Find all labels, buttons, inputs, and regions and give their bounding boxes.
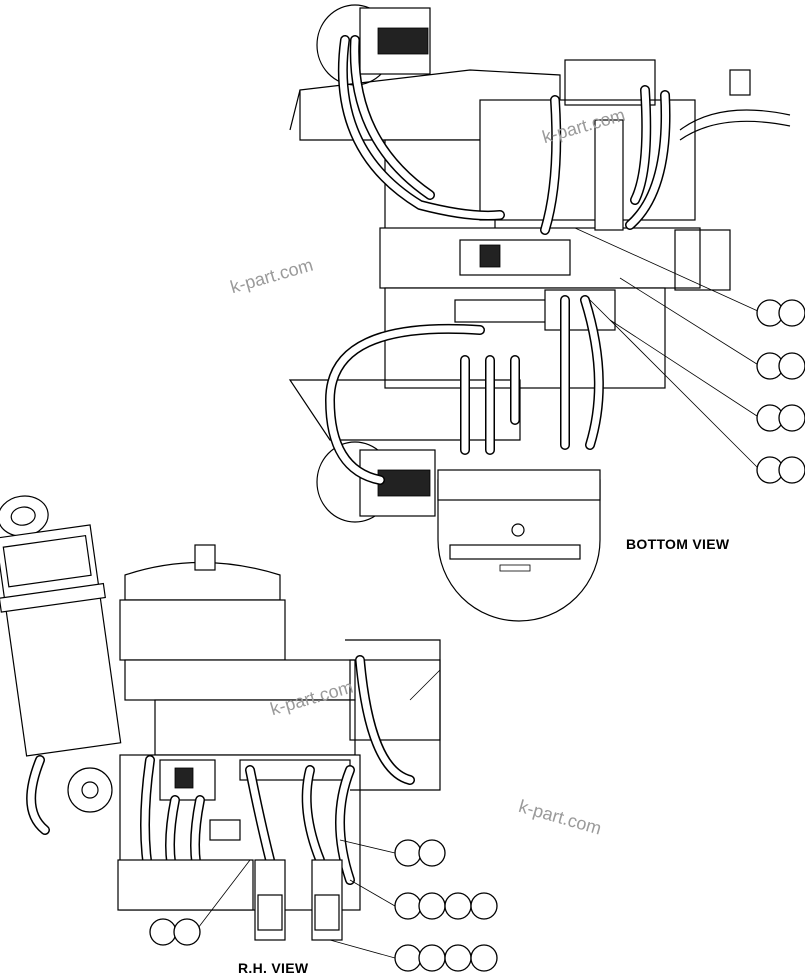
- callout-bubble: [778, 299, 805, 327]
- callout-bubble: [778, 352, 805, 380]
- bottom-view-assembly: [288, 4, 791, 622]
- callout-bubble: [418, 839, 446, 867]
- callout-bubble: [778, 456, 805, 484]
- callout-bubble: [418, 892, 446, 920]
- callout-bubble: [394, 944, 422, 972]
- rh-view-callouts: [149, 839, 498, 972]
- callout-bubble: [394, 892, 422, 920]
- callout-bubble: [173, 918, 201, 946]
- callout-bubble: [394, 839, 422, 867]
- rh-view-label: R.H. VIEW: [238, 960, 309, 976]
- bottom-view-callouts: [756, 299, 805, 484]
- callout-bubble: [778, 404, 805, 432]
- callout-bubble: [470, 944, 498, 972]
- callout-bubble: [444, 944, 472, 972]
- callout-bubble: [149, 918, 177, 946]
- rh-view-assembly: [0, 495, 441, 959]
- callout-bubble: [470, 892, 498, 920]
- callout-bubble: [444, 892, 472, 920]
- callout-bubble: [418, 944, 446, 972]
- bottom-view-label: BOTTOM VIEW: [626, 536, 730, 552]
